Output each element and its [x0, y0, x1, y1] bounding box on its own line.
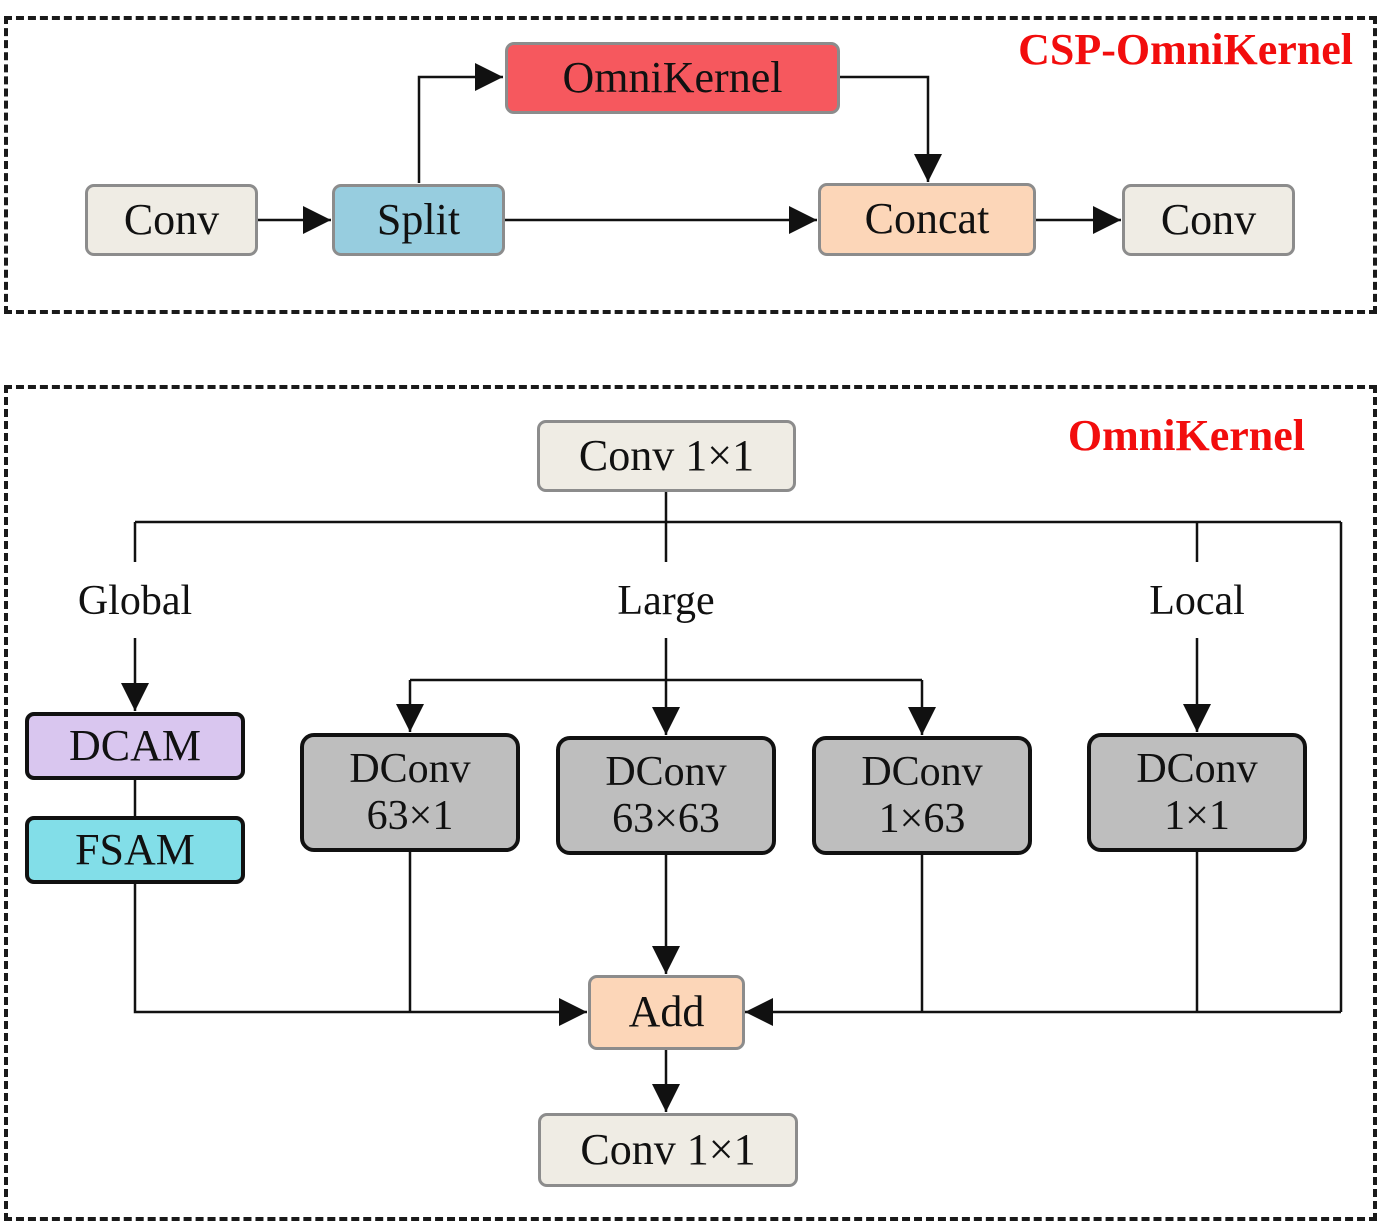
- omnikernel-label: OmniKernel: [562, 52, 783, 102]
- global-branch-label: Global: [73, 580, 197, 622]
- arrow-omnikernel-to-concat: [840, 75, 942, 182]
- split-box: Split: [332, 184, 505, 256]
- conv-1x1-bottom-box: Conv 1×1: [538, 1113, 798, 1187]
- add-box: Add: [588, 975, 745, 1050]
- dconv-63x63-name: DConv: [605, 749, 727, 796]
- dcam-label: DCAM: [68, 720, 202, 770]
- csp-conv-in-box: Conv: [85, 184, 258, 256]
- dconv-1x63-size: 1×63: [878, 795, 966, 842]
- dconv-1x1-size: 1×1: [1164, 792, 1230, 839]
- split-label: Split: [376, 194, 461, 244]
- csp-omnikernel-panel: [4, 16, 1377, 314]
- dconv-63x1-size: 63×1: [366, 792, 454, 839]
- dcam-box: DCAM: [25, 712, 245, 780]
- wire-fsam-to-add: [133, 884, 410, 1014]
- conv-1x1-top-label: Conv 1×1: [578, 430, 755, 480]
- local-branch-label: Local: [1145, 580, 1249, 622]
- dconv-1x1-name: DConv: [1136, 746, 1258, 793]
- concat-label: Concat: [864, 194, 990, 244]
- dconv-1x1-box: DConv 1×1: [1087, 733, 1307, 852]
- omnikernel-title: OmniKernel: [1067, 411, 1305, 460]
- csp-conv-out-label: Conv: [1160, 194, 1257, 244]
- omnikernel-box: OmniKernel: [505, 42, 840, 114]
- concat-box: Concat: [818, 183, 1036, 256]
- csp-conv-in-label: Conv: [123, 194, 220, 244]
- conv-1x1-top-box: Conv 1×1: [537, 420, 796, 492]
- arrow-split-to-omnikernel: [417, 63, 503, 183]
- dconv-1x63-box: DConv 1×63: [812, 736, 1032, 855]
- csp-omnikernel-title: CSP-OmniKernel: [1018, 25, 1353, 74]
- omnikernel-panel: [4, 385, 1377, 1221]
- dconv-63x1-name: DConv: [349, 746, 471, 793]
- conv-1x1-bottom-label: Conv 1×1: [580, 1124, 756, 1174]
- dconv-63x1-box: DConv 63×1: [300, 733, 520, 852]
- fsam-label: FSAM: [75, 824, 195, 874]
- add-label: Add: [628, 987, 705, 1037]
- large-branch-label: Large: [613, 580, 719, 622]
- dconv-1x63-name: DConv: [861, 749, 983, 796]
- fsam-box: FSAM: [25, 816, 245, 884]
- dconv-63x63-size: 63×63: [612, 795, 720, 842]
- csp-conv-out-box: Conv: [1122, 184, 1295, 256]
- dconv-63x63-box: DConv 63×63: [556, 736, 776, 855]
